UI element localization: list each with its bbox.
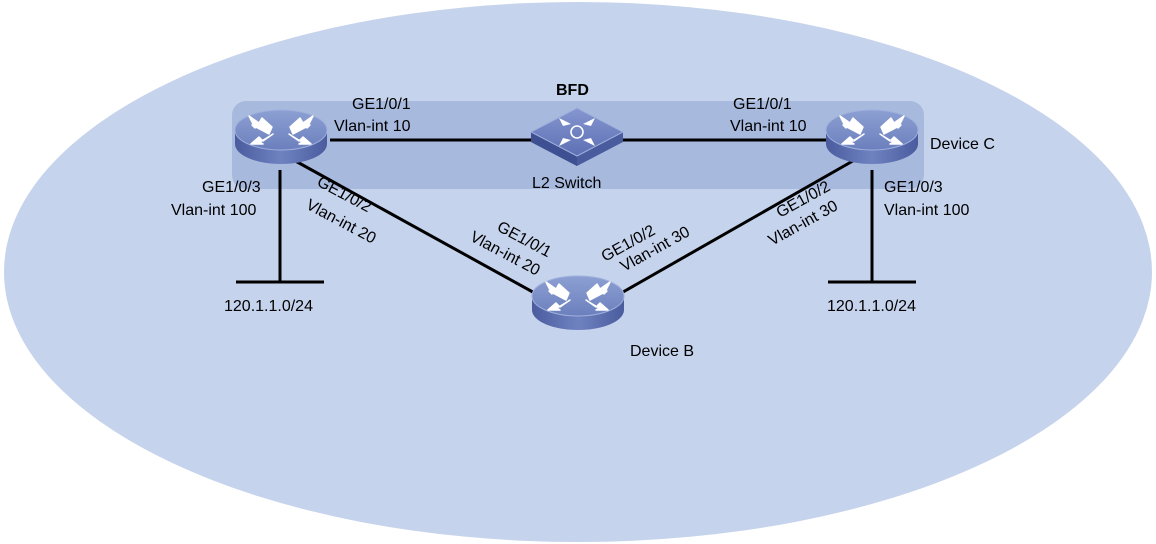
c-ge103-vlan: Vlan-int 100 [884, 202, 969, 219]
l2-switch-label: L2 Switch [532, 175, 601, 192]
network-left-label: 120.1.1.0/24 [224, 298, 313, 315]
router-device-c-icon [825, 109, 919, 165]
device-c-label: Device C [930, 136, 995, 153]
c-ge101-vlan: Vlan-int 10 [730, 118, 807, 135]
link-device-b-device-c [615, 156, 859, 298]
router-left-icon [234, 109, 328, 165]
network-right-label: 120.1.1.0/24 [827, 298, 916, 315]
links [278, 138, 874, 298]
left-ge103-vlan: Vlan-int 100 [171, 202, 256, 219]
left-ge101-port: GE1/0/1 [352, 96, 411, 113]
l2-switch-icon [529, 107, 625, 166]
left-ge101-vlan: Vlan-int 10 [334, 118, 411, 135]
device-b-label: Device B [630, 343, 694, 360]
c-ge103-port: GE1/0/3 [884, 179, 943, 196]
bfd-label: BFD [556, 82, 589, 99]
link-left-device-b [289, 156, 541, 298]
left-ge103-port: GE1/0/3 [202, 179, 261, 196]
c-ge101-port: GE1/0/1 [733, 96, 792, 113]
router-device-b-icon [531, 275, 625, 331]
